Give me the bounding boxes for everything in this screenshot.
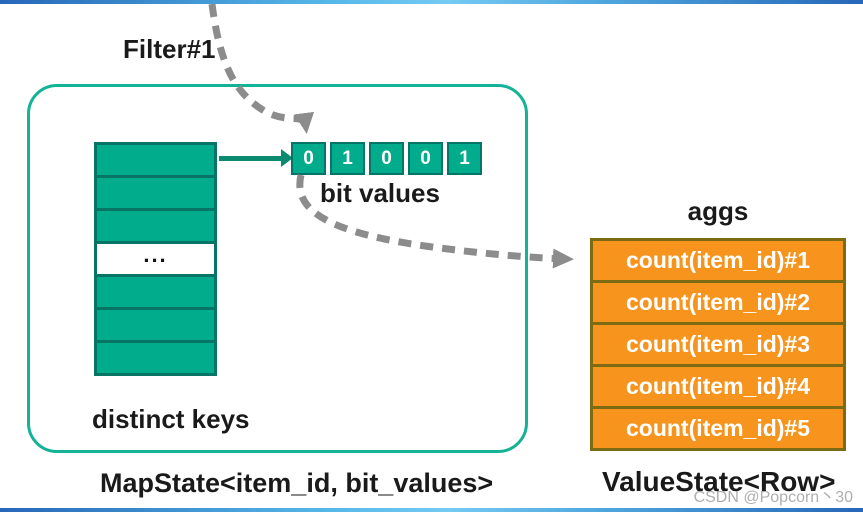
agg-row: count(item_id)#2 (590, 280, 846, 325)
key-cell (94, 208, 217, 244)
key-cell (94, 142, 217, 178)
bit-cell: 1 (447, 142, 482, 175)
distinct-keys-label: distinct keys (92, 404, 250, 434)
key-cell (94, 340, 217, 376)
agg-row: count(item_id)#1 (590, 238, 846, 283)
bit-values-label: bit values (320, 178, 440, 208)
valuestate-caption: ValueState<Row> (602, 466, 836, 497)
aggs-table: count(item_id)#1 count(item_id)#2 count(… (590, 238, 846, 451)
filter-label: Filter#1 (123, 34, 216, 64)
key-cell (94, 175, 217, 211)
bit-cell: 0 (369, 142, 404, 175)
key-cell (94, 274, 217, 310)
key-cell (94, 307, 217, 343)
key-to-bits-arrow-head (281, 149, 293, 167)
bit-values-row: 0 1 0 0 1 (291, 142, 482, 175)
agg-row: count(item_id)#4 (590, 364, 846, 409)
watermark: CSDN @Popcorn丶30 (693, 489, 853, 506)
bit-cell: 0 (291, 142, 326, 175)
bottom-accent-bar (0, 508, 863, 512)
key-to-bits-arrow-line (219, 156, 282, 161)
agg-row: count(item_id)#5 (590, 406, 846, 451)
aggs-label: aggs (687, 196, 749, 226)
bit-cell: 1 (330, 142, 365, 175)
top-accent-bar (0, 0, 863, 4)
mapstate-caption: MapState<item_id, bit_values> (100, 468, 494, 498)
key-cell-ellipsis: ... (94, 241, 217, 277)
distinct-keys-stack: ... (94, 142, 217, 376)
bit-cell: 0 (408, 142, 443, 175)
agg-row: count(item_id)#3 (590, 322, 846, 367)
